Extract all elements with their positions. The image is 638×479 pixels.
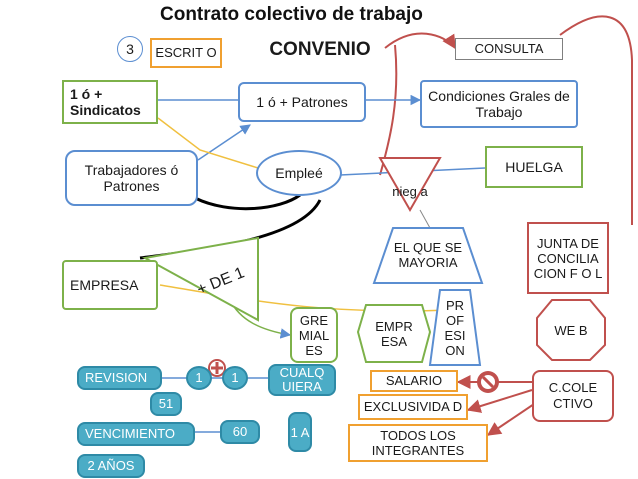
- number-one-a: 1: [186, 366, 212, 390]
- revision-pill: REVISION: [77, 366, 162, 390]
- empresa-hexagon: [356, 304, 432, 363]
- convenio-down-arrow: [379, 44, 398, 176]
- niega-triangle: [378, 157, 442, 213]
- exclusividad-box: EXCLUSIVIDA D: [358, 394, 468, 420]
- cualquiera-pill: CUALQ UIERA: [268, 364, 336, 396]
- trabajadores-empleo-curve: [194, 193, 301, 211]
- niega-label: nieg a: [392, 184, 428, 199]
- badge-three: 3: [117, 36, 143, 62]
- junta-box: JUNTA DE CONCILIA CION F O L: [527, 222, 609, 294]
- web-label: WE B: [554, 322, 588, 338]
- prohibition-icon: [477, 371, 499, 393]
- todos-box: TODOS LOS INTEGRANTES: [348, 424, 488, 462]
- profesion-label: PR OF ESI ON: [444, 297, 466, 358]
- convenio-loop-arrow: [559, 15, 633, 225]
- convenio-to-consulta-arrow: [384, 32, 456, 50]
- number-one-b: 1: [222, 366, 248, 390]
- convenio-label: CONVENIO: [269, 39, 371, 60]
- one-a-pill: 1 A: [288, 412, 312, 452]
- empresa-box: EMPRESA: [62, 260, 158, 310]
- ccolectivo-to-exclusividad-arrow: [466, 389, 533, 413]
- consulta-box: CONSULTA: [455, 38, 563, 60]
- mas-de-1-triangle: [142, 236, 259, 322]
- page-title: Contrato colectivo de trabajo: [160, 4, 423, 25]
- huelga-box: HUELGA: [485, 146, 583, 188]
- trabajadores-patrones-link: [197, 124, 251, 161]
- vencimiento-pill: VENCIMIENTO: [77, 422, 195, 446]
- gremial-box: GRE MIAL ES: [290, 307, 338, 363]
- patrones-box: 1 ó + Patrones: [238, 82, 366, 122]
- plus-icon: [208, 359, 226, 377]
- empleo-ellipse: Empleé: [256, 150, 342, 196]
- ccolectivo-box: C.COLE CTIVO: [532, 370, 614, 422]
- mayoria-label: EL QUE SE MAYORIA: [393, 240, 463, 270]
- profesion-trapezoid: [428, 289, 482, 366]
- sindicatos-empleo-link: [157, 117, 259, 169]
- trabajadores-box: Trabajadores ó Patrones: [65, 150, 198, 206]
- dos-anos-pill: 2 AÑOS: [77, 454, 145, 478]
- ccolectivo-to-todos-arrow: [486, 399, 541, 436]
- condiciones-box: Condiciones Grales de Trabajo: [420, 80, 578, 128]
- mayoria-link: [419, 209, 431, 229]
- empresa-short-label: EMPR ESA: [375, 318, 413, 349]
- salario-box: SALARIO: [370, 370, 458, 392]
- mayoria-trapezoid: [372, 227, 484, 284]
- number-60: 60: [220, 420, 260, 444]
- sindicatos-box: 1 ó + Sindicatos: [62, 80, 158, 124]
- number-51: 51: [150, 392, 182, 416]
- escrito-box: ESCRIT O: [150, 38, 222, 68]
- web-octagon: [536, 299, 606, 361]
